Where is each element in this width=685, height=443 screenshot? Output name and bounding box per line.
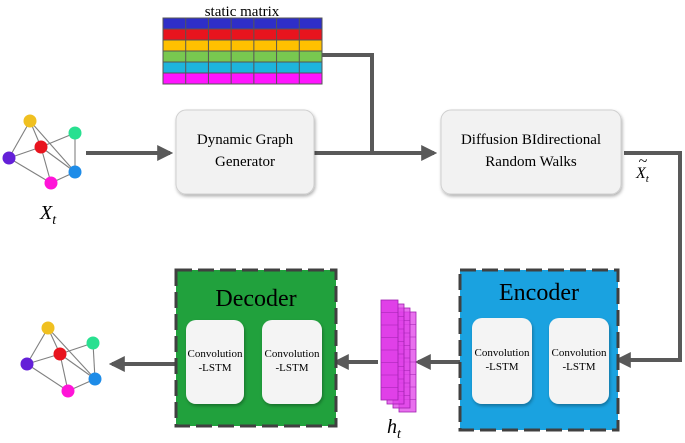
matrix-row (163, 62, 322, 73)
encoder-cell-right: Convolution -LSTM (549, 318, 609, 404)
graph-node (20, 357, 34, 371)
diffusion-to-encoder-arrow (614, 151, 682, 368)
encoder-cell-left: Convolution -LSTM (472, 318, 532, 404)
matrix-to-junction-line (322, 53, 374, 153)
graph-edge (59, 353, 96, 380)
decoder-cell-right-line2: -LSTM (276, 362, 309, 374)
dynamic-graph-generator-box: Dynamic Graph Generator (175, 109, 315, 195)
graph-edge (26, 363, 69, 392)
dynamic-graph-generator-line2: Generator (215, 154, 275, 170)
graph-edge (29, 120, 76, 173)
graph-node (86, 336, 100, 350)
input-graph-label: Xt (39, 202, 57, 228)
encoder-cell-left-line1: Convolution (474, 347, 530, 359)
hidden-state-stack (380, 299, 417, 413)
graph-edge (8, 157, 52, 184)
matrix-row (163, 18, 322, 29)
graph-node (88, 372, 102, 386)
graph-edge (47, 327, 96, 380)
encoder-cell-right-line1: Convolution (551, 347, 607, 359)
diffusion-output-accent: ~ (639, 153, 648, 170)
output-graph (20, 321, 102, 398)
matrix-row (163, 40, 322, 51)
input-graph (2, 114, 82, 190)
graph-node (44, 176, 58, 190)
encoder-cell-right-line2: -LSTM (563, 361, 596, 373)
dynamic-graph-generator-line1: Dynamic Graph (197, 132, 294, 148)
matrix-row (163, 51, 322, 62)
graph-node (68, 165, 82, 179)
graph-edge (8, 120, 31, 159)
matrix-row (163, 29, 322, 40)
graph-node (61, 384, 75, 398)
encoder-cell-left-line2: -LSTM (486, 361, 519, 373)
encoder-block: Encoder Convolution -LSTM Convolution -L… (458, 268, 620, 432)
diffusion-random-walks-box: Diffusion BIdirectional Random Walks (440, 109, 622, 195)
decoder-cell-right-line1: Convolution (264, 348, 320, 360)
graph-edge (40, 146, 76, 173)
hidden-state-label: ht (387, 416, 402, 442)
decoder-cell-left-line1: Convolution (187, 348, 243, 360)
graph-node (23, 114, 37, 128)
graph-node (53, 347, 67, 361)
graph-node (34, 140, 48, 154)
decoder-cell-left-line2: -LSTM (199, 362, 232, 374)
encoder-title: Encoder (499, 280, 579, 306)
graph-edge (26, 327, 49, 365)
matrix-label: static matrix (205, 4, 280, 20)
decoder-cell-left: Convolution -LSTM (186, 320, 244, 404)
diffusion-box-line1: Diffusion BIdirectional (461, 132, 601, 148)
diffusion-output-text: Xt (635, 165, 650, 185)
matrix-row (163, 73, 322, 84)
decoder-title: Decoder (215, 286, 296, 312)
static-matrix (162, 17, 323, 85)
graph-node (41, 321, 55, 335)
graph-node (68, 126, 82, 140)
diffusion-box-line2: Random Walks (485, 154, 577, 170)
decoder-block: Decoder Convolution -LSTM Convolution -L… (174, 268, 338, 428)
graph-node (2, 151, 16, 165)
decoder-cell-right: Convolution -LSTM (262, 320, 322, 404)
diffusion-output-label: ~ Xt (635, 153, 650, 185)
